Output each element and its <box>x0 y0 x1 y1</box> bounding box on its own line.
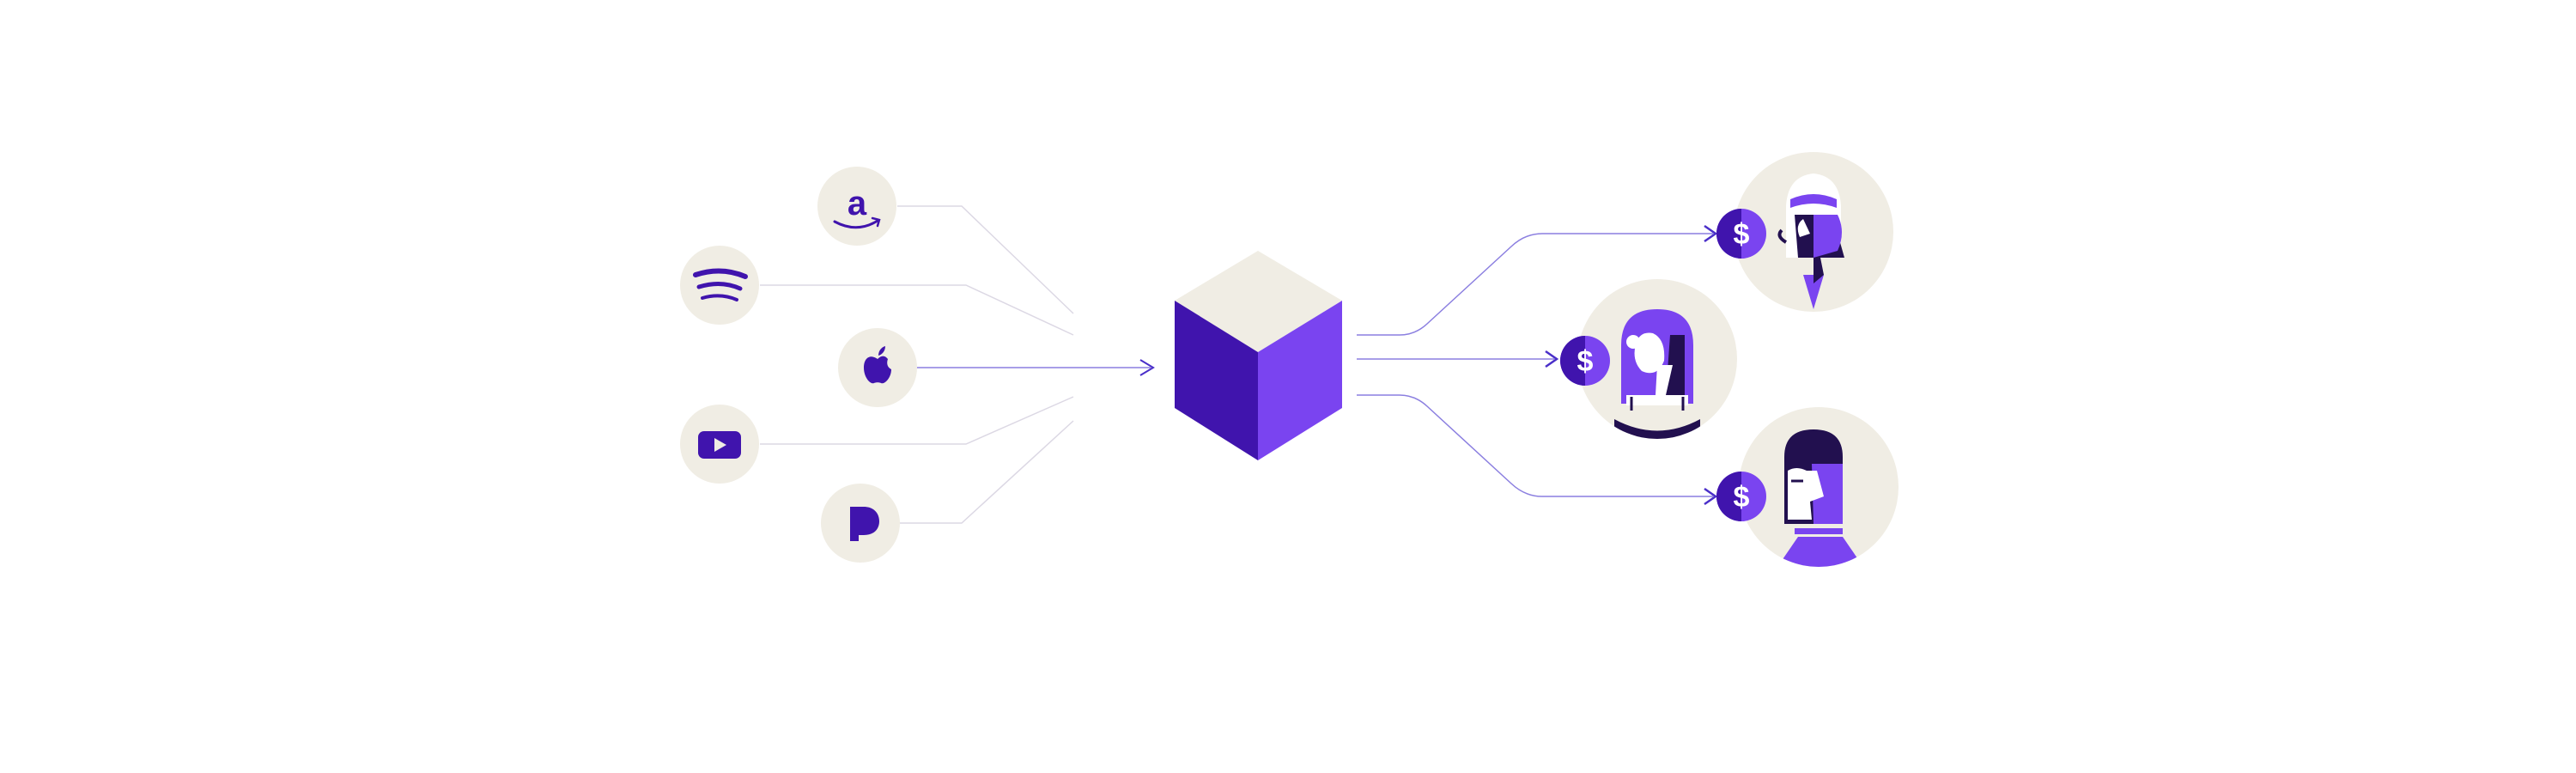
source-amazon: a <box>817 167 896 246</box>
arrow-recipient-3 <box>1704 487 1718 506</box>
cube-icon <box>1175 251 1342 460</box>
svg-text:a: a <box>848 185 867 222</box>
dollar-sign: $ <box>1734 481 1750 514</box>
person-avatar-icon <box>1614 309 1700 439</box>
spotify-icon <box>693 268 748 301</box>
person-avatar-icon <box>1777 173 1844 309</box>
cube-left-face <box>1175 301 1258 460</box>
connector-youtube <box>760 396 1074 445</box>
recipient-1: $ <box>1716 152 1893 312</box>
youtube-icon <box>698 431 741 459</box>
arrow-recipient-1 <box>1704 224 1718 243</box>
connector-spotify <box>760 284 1074 336</box>
source-youtube <box>680 405 759 484</box>
cube-right-face <box>1258 301 1342 460</box>
connector-amazon <box>897 205 1074 314</box>
source-apple <box>838 328 917 407</box>
person-avatar-icon <box>1777 429 1863 567</box>
cube-top-face <box>1175 251 1342 352</box>
payment-badge: $ <box>1560 336 1610 386</box>
dollar-sign: $ <box>1734 218 1750 251</box>
pandora-icon <box>850 507 879 541</box>
source-spotify <box>680 246 759 325</box>
amazon-icon: a <box>833 185 881 229</box>
source-connectors <box>760 205 1155 524</box>
recipient-3: $ <box>1716 407 1899 567</box>
arrow-recipient-2 <box>1545 350 1559 368</box>
payment-badge: $ <box>1716 209 1766 259</box>
connector-recipient-3 <box>1357 394 1713 497</box>
source-pandora <box>821 484 900 563</box>
arrow-into-hub <box>1139 359 1155 376</box>
recipient-2: $ <box>1560 279 1737 439</box>
apple-icon <box>864 346 891 384</box>
payment-badge: $ <box>1716 472 1766 521</box>
recipient-connectors <box>1357 224 1718 506</box>
dollar-sign: $ <box>1577 345 1594 378</box>
connector-pandora <box>900 420 1074 524</box>
connector-recipient-1 <box>1357 233 1713 336</box>
